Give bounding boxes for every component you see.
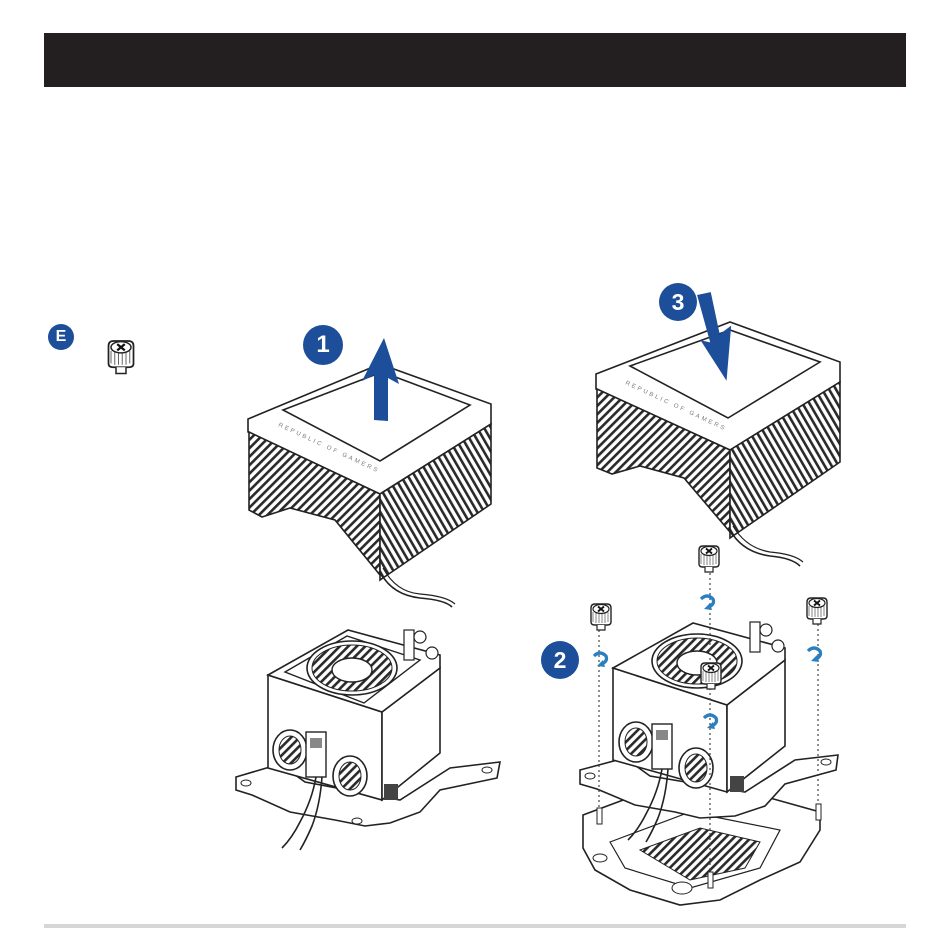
step-3-badge: 3 bbox=[659, 283, 697, 321]
cooler-cover-left: REPUBLIC OF GAMERS bbox=[248, 364, 491, 607]
screw-right bbox=[807, 598, 827, 624]
footer-rule bbox=[44, 924, 906, 928]
step-2-badge: 2 bbox=[541, 641, 579, 679]
rotation-arrow-right bbox=[808, 648, 821, 662]
screw-left bbox=[591, 604, 611, 630]
screw-top-center bbox=[699, 546, 719, 572]
rotation-arrow-top bbox=[701, 596, 714, 610]
rotation-arrow-left bbox=[594, 653, 607, 667]
step-1-badge: 1 bbox=[303, 325, 343, 365]
part-e-badge: E bbox=[48, 324, 74, 350]
pump-base-left bbox=[236, 630, 500, 850]
part-e-screw-icon bbox=[109, 341, 134, 374]
